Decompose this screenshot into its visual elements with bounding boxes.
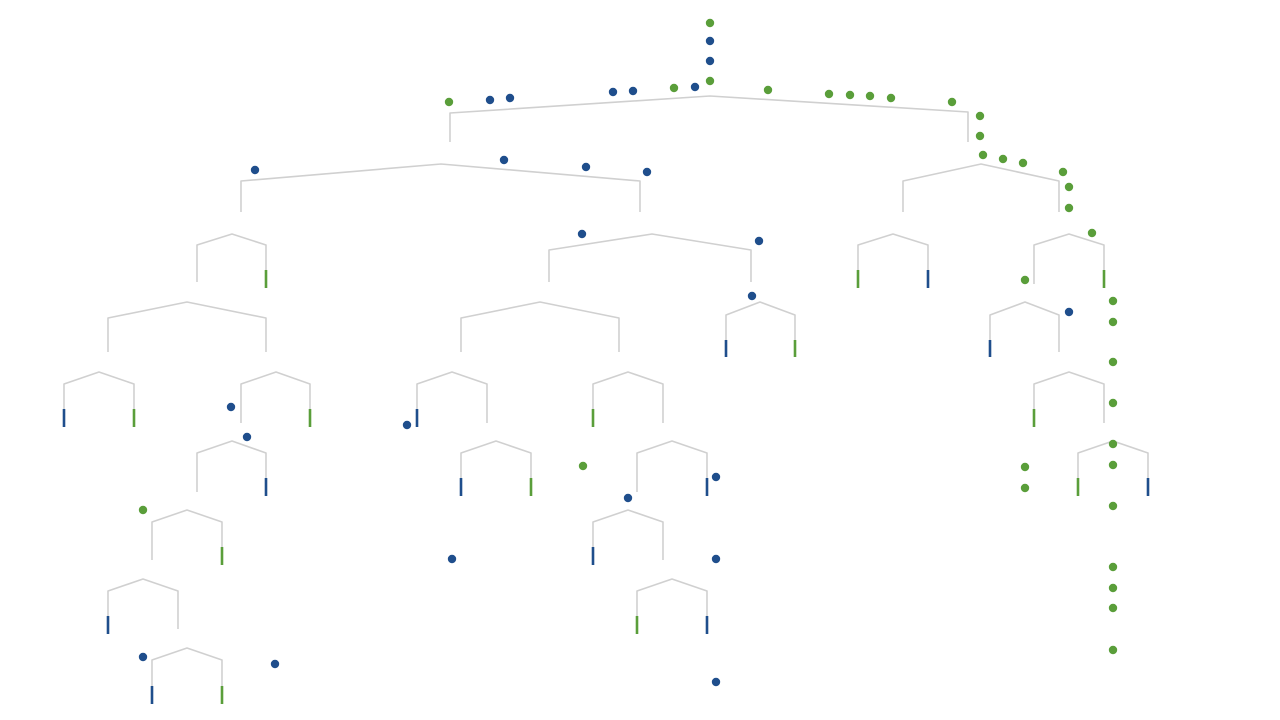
split-l5-a bbox=[63, 371, 135, 423]
sample-dot-blue bbox=[1064, 307, 1074, 317]
split-l3-c bbox=[857, 233, 929, 284]
sample-dot-green bbox=[1108, 439, 1118, 449]
sample-dot-green bbox=[1108, 460, 1118, 470]
sample-dot-green bbox=[824, 89, 834, 99]
split-left-l2 bbox=[240, 163, 641, 212]
sample-dot-green bbox=[1058, 167, 1068, 177]
sample-dot-blue bbox=[642, 167, 652, 177]
sample-dot-blue bbox=[485, 95, 495, 105]
sample-dot-green bbox=[705, 18, 715, 28]
sample-dot-green bbox=[669, 83, 679, 93]
sample-dot-green bbox=[138, 505, 148, 515]
sample-dot-blue bbox=[499, 155, 509, 165]
sample-dot-green bbox=[1020, 275, 1030, 285]
sample-dot-blue bbox=[577, 229, 587, 239]
split-l6-b bbox=[460, 440, 532, 492]
sample-dot-green bbox=[578, 461, 588, 471]
sample-dot-green bbox=[1108, 357, 1118, 367]
split-right-l2 bbox=[902, 163, 1060, 212]
sample-dot-blue bbox=[705, 56, 715, 66]
sample-dot-green bbox=[1108, 645, 1118, 655]
sample-dot-blue bbox=[747, 291, 757, 301]
sample-dot-green bbox=[975, 131, 985, 141]
sample-dot-green bbox=[763, 85, 773, 95]
sample-dot-green bbox=[1108, 398, 1118, 408]
sample-dot-blue bbox=[711, 677, 721, 687]
sample-dot-blue bbox=[250, 165, 260, 175]
sample-dot-green bbox=[1020, 483, 1030, 493]
sample-dot-green bbox=[1020, 462, 1030, 472]
sample-dot-blue bbox=[581, 162, 591, 172]
split-l4-b bbox=[460, 301, 620, 352]
split-l5-b bbox=[240, 371, 311, 423]
tree-branches bbox=[63, 95, 1149, 700]
split-l4-a bbox=[107, 301, 267, 352]
sample-dot-blue bbox=[690, 82, 700, 92]
split-l3-a bbox=[196, 233, 267, 282]
sample-dot-green bbox=[1108, 562, 1118, 572]
sample-dot-blue bbox=[754, 236, 764, 246]
sample-dot-blue bbox=[623, 493, 633, 503]
sample-dot-blue bbox=[270, 659, 280, 669]
split-l9-a bbox=[151, 647, 223, 700]
sample-dot-green bbox=[947, 97, 957, 107]
sample-dot-green bbox=[975, 111, 985, 121]
sample-dot-green bbox=[1108, 296, 1118, 306]
sample-dot-green bbox=[886, 93, 896, 103]
sample-dot-blue bbox=[608, 87, 618, 97]
split-l5-c bbox=[416, 371, 488, 423]
sample-dot-green bbox=[444, 97, 454, 107]
sample-dot-green bbox=[1064, 182, 1074, 192]
sample-dot-green bbox=[1108, 603, 1118, 613]
sample-dot-blue bbox=[242, 432, 252, 442]
sample-dot-green bbox=[1108, 317, 1118, 327]
sample-dot-green bbox=[1108, 583, 1118, 593]
split-l8-b bbox=[636, 578, 708, 629]
sample-dot-green bbox=[1087, 228, 1097, 238]
split-l6-a bbox=[196, 440, 267, 492]
split-l5-d bbox=[592, 371, 664, 423]
sample-dots bbox=[138, 18, 1118, 687]
sample-dot-blue bbox=[711, 472, 721, 482]
sample-dot-blue bbox=[628, 86, 638, 96]
sample-dot-green bbox=[1108, 501, 1118, 511]
sample-dot-green bbox=[865, 91, 875, 101]
split-root bbox=[449, 95, 969, 142]
split-l4-d bbox=[989, 301, 1060, 352]
split-l5-e bbox=[1033, 371, 1105, 423]
sample-dot-green bbox=[1018, 158, 1028, 168]
sample-dot-green bbox=[705, 76, 715, 86]
sample-dot-green bbox=[978, 150, 988, 160]
sample-dot-blue bbox=[711, 554, 721, 564]
sample-dot-green bbox=[1064, 203, 1074, 213]
split-l3-b bbox=[548, 233, 752, 282]
sample-dot-blue bbox=[505, 93, 515, 103]
sample-dot-blue bbox=[402, 420, 412, 430]
split-l7-b bbox=[592, 509, 664, 560]
sample-dot-blue bbox=[226, 402, 236, 412]
sample-dot-green bbox=[998, 154, 1008, 164]
split-l7-a bbox=[151, 509, 223, 560]
sample-dot-blue bbox=[705, 36, 715, 46]
sample-dot-blue bbox=[447, 554, 457, 564]
split-l3-d bbox=[1033, 233, 1105, 284]
split-l8-a bbox=[107, 578, 179, 629]
split-l4-c bbox=[725, 301, 796, 352]
sample-dot-green bbox=[845, 90, 855, 100]
leaf-markers bbox=[62, 270, 1150, 704]
split-l6-c bbox=[636, 440, 708, 492]
sample-dot-blue bbox=[138, 652, 148, 662]
